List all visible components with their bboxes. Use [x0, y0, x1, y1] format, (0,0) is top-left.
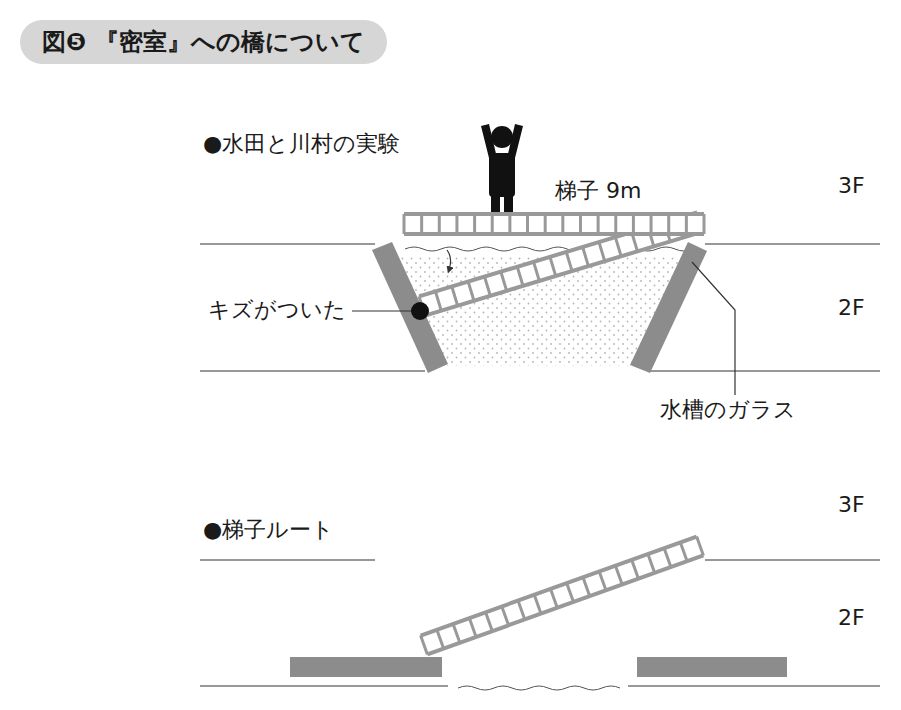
floor-label: 3F	[838, 492, 865, 518]
callout-label: 水槽のガラス	[660, 397, 796, 423]
leader-line	[692, 262, 735, 395]
section-heading: ●梯子ルート	[203, 517, 334, 543]
leader-line	[352, 310, 414, 311]
floor-label: 3F	[838, 173, 865, 199]
tank-glass	[290, 657, 442, 677]
ladder	[404, 214, 704, 234]
ladder	[421, 537, 704, 655]
floor-label: 2F	[838, 605, 865, 631]
floor-label: 2F	[838, 295, 865, 321]
tank-glass	[630, 242, 707, 373]
figure-title: 図❺ 『密室』への橋について	[20, 20, 387, 64]
tank-glass	[637, 657, 787, 677]
callout-label: キズがついた	[208, 297, 346, 323]
fall-arrow	[447, 250, 451, 270]
person	[481, 124, 523, 227]
water-surface	[458, 686, 620, 690]
scratch-dot	[411, 302, 429, 320]
section-heading: ●水田と川村の実験	[203, 131, 400, 157]
dimension-label: 梯子 9m	[555, 178, 641, 204]
floor-line	[200, 560, 880, 686]
